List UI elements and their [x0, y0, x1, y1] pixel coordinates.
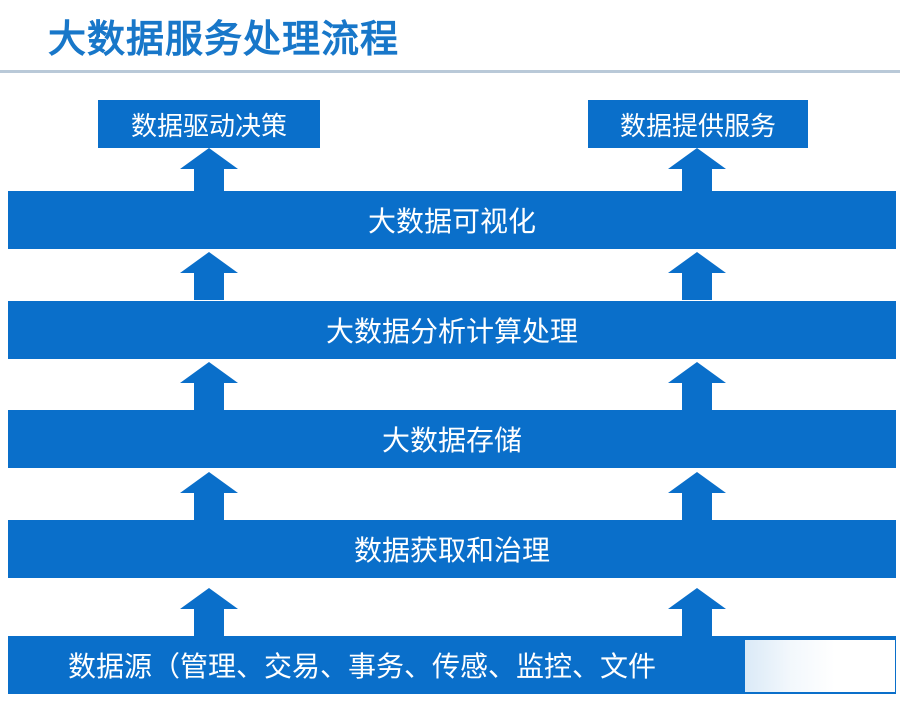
up-arrow-icon [668, 148, 726, 196]
fade-overlay [745, 640, 895, 692]
up-arrow-icon [668, 362, 726, 410]
title-divider [0, 70, 900, 73]
up-arrow-icon [180, 252, 238, 300]
up-arrow-icon [180, 148, 238, 196]
layer-visualization: 大数据可视化 [8, 191, 896, 249]
output-box-decision: 数据驱动决策 [98, 100, 320, 148]
up-arrow-icon [668, 252, 726, 300]
data-source-label: 数据源（管理、交易、事务、传感、监控、文件 [68, 650, 657, 683]
up-arrow-icon [180, 588, 238, 636]
layer-storage: 大数据存储 [8, 410, 896, 468]
up-arrow-icon [180, 472, 238, 520]
up-arrow-icon [668, 588, 726, 636]
up-arrow-icon [180, 362, 238, 410]
layer-analysis: 大数据分析计算处理 [8, 301, 896, 359]
layer-acquisition: 数据获取和治理 [8, 520, 896, 578]
output-box-service: 数据提供服务 [588, 100, 808, 148]
up-arrow-icon [668, 472, 726, 520]
page-title: 大数据服务处理流程 [48, 17, 400, 61]
